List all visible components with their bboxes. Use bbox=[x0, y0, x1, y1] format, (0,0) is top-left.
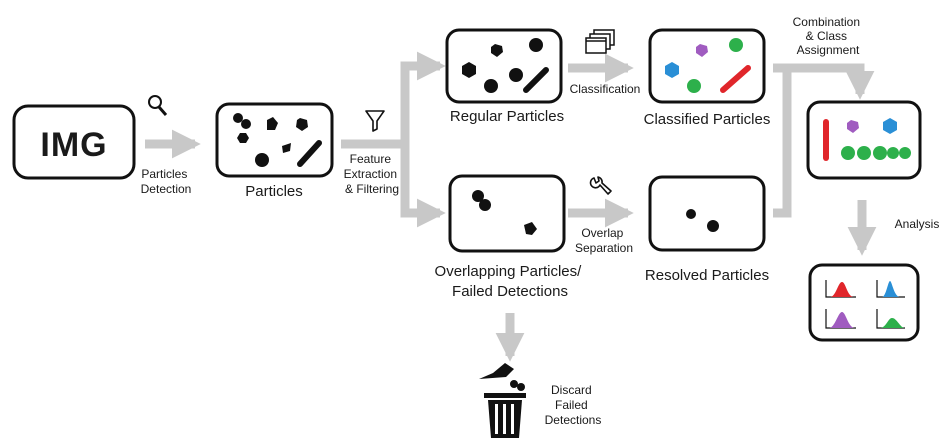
analysis-label: Analysis bbox=[895, 217, 940, 231]
overlapping-shapes bbox=[472, 190, 537, 235]
img-node: IMG bbox=[12, 104, 136, 180]
overlapping-label-line2: Failed Detections bbox=[452, 283, 568, 300]
classified-node: Classified Particles bbox=[644, 28, 771, 128]
img-label: IMG bbox=[40, 126, 107, 164]
combined-node bbox=[806, 100, 922, 180]
arrow-combination-lower bbox=[773, 68, 792, 218]
feature-label-line3: & Filtering bbox=[345, 182, 399, 196]
discard-label-line1: Discard bbox=[551, 383, 592, 397]
feature-label-line2: Extraction bbox=[344, 167, 397, 181]
magnifier-icon bbox=[148, 95, 168, 116]
overlap-label-line2: Separation bbox=[575, 241, 633, 255]
img-box bbox=[12, 104, 136, 180]
particles-node: Particles bbox=[215, 102, 334, 200]
combined-shapes bbox=[823, 118, 911, 161]
svg-text:Discard Failed Detecti: Discard Failed Detections bbox=[545, 383, 602, 427]
discard-label-line2: Failed bbox=[555, 398, 588, 412]
overlapping-box bbox=[448, 174, 566, 253]
resolved-node: Resolved Particles bbox=[645, 175, 769, 284]
resolved-box bbox=[648, 175, 766, 252]
arrow-to-regular bbox=[400, 51, 446, 148]
combination-label-line3: Assignment bbox=[797, 43, 860, 57]
combination-label-line1: Combination bbox=[793, 15, 860, 29]
svg-text:Feature Extraction: Feature Extraction & Filtering bbox=[344, 152, 401, 196]
feature-label-line1: Feature bbox=[350, 152, 392, 166]
regular-node: Regular Particles bbox=[445, 28, 564, 125]
resolved-shapes bbox=[686, 209, 719, 232]
overlapping-node: Overlapping Particles/ Failed Detections bbox=[435, 174, 586, 300]
svg-text:Particles Detection: Particles Detection bbox=[141, 167, 192, 196]
overlap-label-line1: Overlap bbox=[581, 226, 623, 240]
particles-label: Particles bbox=[245, 183, 303, 200]
classified-label: Classified Particles bbox=[644, 111, 771, 128]
analysis-box bbox=[808, 263, 920, 342]
detection-label-line2: Detection bbox=[141, 182, 192, 196]
histogram-icons bbox=[825, 280, 905, 329]
overlapping-label-line1: Overlapping Particles/ bbox=[435, 263, 583, 280]
flow-arrows bbox=[145, 51, 877, 362]
overlap-step: Overlap Separation bbox=[575, 176, 633, 255]
particle-shapes bbox=[233, 113, 322, 167]
resolved-label: Resolved Particles bbox=[645, 267, 769, 284]
regular-shapes bbox=[462, 38, 549, 93]
svg-text:Combination & Class As: Combination & Class Assignment bbox=[793, 15, 864, 57]
svg-text:Overlapping Particles/ F: Overlapping Particles/ Failed Detections bbox=[435, 263, 586, 300]
stacked-windows-icon bbox=[585, 29, 615, 54]
trash-can-icon bbox=[479, 363, 526, 438]
detection-label-line1: Particles bbox=[141, 167, 187, 181]
arrow-to-overlapping bbox=[400, 140, 446, 228]
analysis-node bbox=[808, 263, 920, 342]
feature-step: Feature Extraction & Filtering bbox=[344, 110, 401, 196]
arrow-combination-upper bbox=[773, 63, 875, 100]
classification-step: Classification bbox=[570, 29, 641, 96]
combination-label-line2: & Class bbox=[806, 29, 847, 43]
regular-label: Regular Particles bbox=[450, 108, 564, 125]
svg-text:Overlap Separation: Overlap Separation bbox=[575, 226, 633, 255]
detection-step: Particles Detection bbox=[141, 95, 192, 196]
classification-label: Classification bbox=[570, 82, 641, 96]
wrench-icon bbox=[589, 176, 612, 195]
classified-shapes bbox=[665, 38, 751, 93]
discard-label-line3: Detections bbox=[545, 413, 602, 427]
funnel-icon bbox=[365, 110, 385, 132]
